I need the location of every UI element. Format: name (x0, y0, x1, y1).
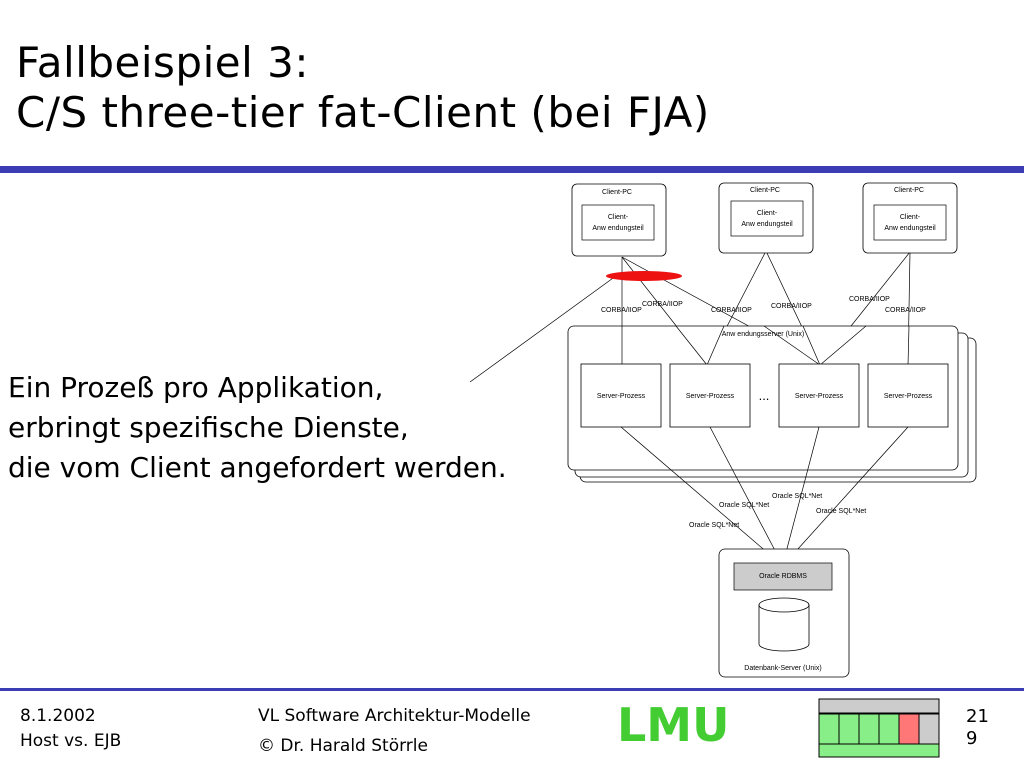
corba-connections-inner (621, 325, 910, 366)
nav-top-bar[interactable] (818, 698, 940, 714)
svg-text:Client-PC: Client-PC (602, 189, 632, 196)
server-process-2: Server-Prozess (686, 393, 735, 400)
server-process-1: Server-Prozess (597, 393, 646, 400)
svg-text:Client-PC: Client-PC (894, 187, 924, 194)
nav-cell-6[interactable] (918, 713, 940, 745)
slide-title: Fallbeispiel 3: C/S three-tier fat-Clien… (16, 38, 710, 138)
footer-divider (0, 688, 1024, 691)
slide-navigator[interactable] (818, 698, 942, 760)
footer-subtitle: Host vs. EJB (20, 731, 122, 751)
database-cylinder-icon (758, 597, 810, 652)
corba-labels: CORBA/IIOP CORBA/IIOP CORBA/IIOP CORBA/I… (601, 296, 926, 314)
slide-number-line-2: 9 (966, 728, 978, 749)
footer-course: VL Software Architektur-Modelle (258, 706, 531, 726)
title-line-2: C/S three-tier fat-Client (bei FJA) (16, 88, 710, 137)
slide-number: 21 9 (966, 706, 989, 750)
nav-cell-2[interactable] (838, 713, 860, 745)
body-line-2: erbringt spezifische Dienste, (8, 411, 409, 444)
svg-text:Oracle SQL*Net: Oracle SQL*Net (772, 493, 822, 500)
client-1: Client-PC Client- Anw endungsteil (571, 183, 667, 257)
svg-text:Client-: Client- (900, 214, 921, 221)
svg-text:CORBA/IIOP: CORBA/IIOP (642, 301, 683, 308)
db-server: Oracle RDBMS Datenbank-Server (Unix) (718, 548, 850, 678)
svg-text:CORBA/IIOP: CORBA/IIOP (849, 296, 890, 303)
client-2: Client-PC Client- Anw endungsteil (718, 182, 814, 254)
nav-cell-3[interactable] (858, 713, 880, 745)
svg-text:Client-: Client- (757, 210, 778, 217)
nav-cell-current[interactable] (898, 713, 920, 745)
title-line-1: Fallbeispiel 3: (16, 38, 309, 87)
title-divider (0, 166, 1024, 173)
svg-text:CORBA/IIOP: CORBA/IIOP (771, 303, 812, 310)
nav-cell-4[interactable] (878, 713, 900, 745)
lmu-logo-text: LMU (617, 700, 727, 748)
sqlnet-labels: Oracle SQL*Net Oracle SQL*Net Oracle SQL… (689, 493, 866, 529)
svg-text:Client-: Client- (608, 214, 629, 221)
svg-text:Anw endungsteil: Anw endungsteil (884, 225, 936, 232)
body-line-1: Ein Prozeß pro Applikation, (8, 371, 384, 404)
svg-text:Oracle SQL*Net: Oracle SQL*Net (816, 508, 866, 515)
svg-text:Oracle SQL*Net: Oracle SQL*Net (689, 522, 739, 529)
server-process-4: Server-Prozess (884, 393, 933, 400)
body-line-3: die vom Client angefordert werden. (8, 451, 507, 484)
slide-number-line-1: 21 (966, 706, 989, 727)
lmu-logo: LMU (617, 700, 727, 748)
nav-cell-1[interactable] (818, 713, 840, 745)
footer-author: © Dr. Harald Störrle (258, 736, 428, 756)
svg-text:CORBA/IIOP: CORBA/IIOP (885, 307, 926, 314)
server-processes: Server-Prozess Server-Prozess Server-Pro… (580, 363, 949, 428)
sqlnet-connections (620, 426, 909, 561)
rdbms-label: Oracle RDBMS (759, 573, 807, 580)
process-ellipsis: ... (759, 388, 770, 403)
nav-bottom-bar[interactable] (818, 743, 940, 758)
body-text: Ein Prozeß pro Applikation, erbringt spe… (8, 368, 507, 488)
highlight-ellipse (606, 271, 682, 281)
svg-text:CORBA/IIOP: CORBA/IIOP (601, 307, 642, 314)
svg-text:Client-PC: Client-PC (750, 187, 780, 194)
svg-text:CORBA/IIOP: CORBA/IIOP (711, 307, 752, 314)
db-server-label: Datenbank-Server (Unix) (744, 665, 821, 672)
app-server-label: Anw endungsserver (Unix) (722, 331, 804, 338)
server-process-3: Server-Prozess (795, 393, 844, 400)
client-3: Client-PC Client- Anw endungsteil (862, 182, 958, 254)
footer-date: 8.1.2002 (20, 706, 96, 726)
svg-text:Anw endungsteil: Anw endungsteil (741, 221, 793, 228)
svg-text:Oracle SQL*Net: Oracle SQL*Net (719, 502, 769, 509)
svg-text:Anw endungsteil: Anw endungsteil (592, 225, 644, 232)
